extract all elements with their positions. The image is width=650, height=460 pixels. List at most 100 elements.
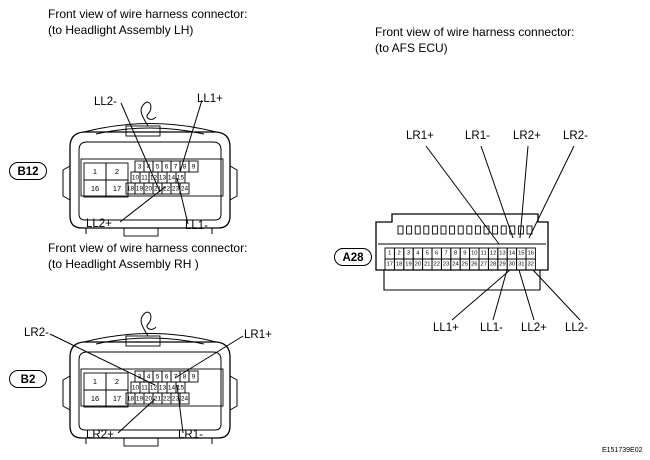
b2-big-cavity (105, 389, 129, 408)
a28-pin-label: 17 (386, 262, 392, 268)
a28-latch-slot (414, 225, 421, 235)
b2-arch-inner (95, 337, 205, 345)
b2-leader-lr1-plus (174, 335, 244, 379)
b2-label-lr1-minus: LR1- (178, 429, 203, 441)
b12-pin-label: 17 (113, 184, 121, 193)
b2-pin-label: 17 (113, 394, 121, 403)
a28-label-ll2-minus: LL2- (565, 322, 589, 334)
b12-pin-label: 14 (168, 175, 176, 182)
b12-pin-label: 18 (127, 186, 135, 193)
a28-connector-tag: A28 (334, 248, 372, 266)
b2-pin-label: 14 (168, 385, 176, 392)
b12-caption-line2: (to Headlight Assembly LH) (48, 23, 194, 37)
a28-latch-slot (406, 225, 413, 235)
b12-pin-label: 24 (181, 186, 189, 193)
b12-pin-label: 8 (183, 164, 187, 171)
b12-pin-label: 21 (154, 186, 162, 193)
b2-arch-outer (83, 333, 217, 343)
b12-pin-label: 15 (177, 175, 185, 182)
a28-leader-lr2-minus (528, 145, 575, 239)
b2-label-lr2-minus: LR2- (24, 327, 49, 339)
b2-pin-label: 19 (136, 396, 144, 403)
a28-pin-label: 22 (433, 262, 439, 268)
a28-pin-label: 8 (454, 251, 457, 257)
b12-top-latch (125, 125, 161, 137)
a28-leader-lr1-minus (480, 145, 514, 239)
a28-pin-label: 7 (444, 251, 447, 257)
a28-pin-label: 28 (490, 262, 496, 268)
b12-pin-field (80, 158, 224, 197)
b2-pin-label: 9 (192, 374, 196, 381)
b12-housing-outer (69, 131, 231, 229)
b12-pin-label: 7 (174, 164, 178, 171)
a28-pin-label: 14 (509, 251, 516, 257)
b2-caption-line2: (to Headlight Assembly RH ) (48, 257, 199, 271)
b12-wire-loop (140, 101, 157, 127)
b2-leader-lr2-minus (49, 333, 156, 386)
a28-pin-label: 18 (396, 262, 402, 268)
b12-leader-ll2-minus (120, 102, 161, 193)
a28-leader-lr2-plus (519, 145, 529, 239)
b2-pin-label: 6 (165, 374, 169, 381)
b2-pin-label: 4 (147, 374, 151, 381)
a28-pin-label: 4 (416, 251, 420, 257)
b2-pin-label: 1 (93, 377, 97, 386)
a28-pin-label: 1 (388, 251, 391, 257)
a28-pin-label: 13 (499, 251, 505, 257)
b2-caption-line1: Front view of wire harness connector: (48, 241, 248, 255)
a28-latch-slot (526, 225, 533, 235)
b2-pin-label: 13 (159, 385, 167, 392)
b2-pin-label: 5 (156, 374, 160, 381)
b12-pin-label: 23 (172, 186, 180, 193)
b12-left-tab (62, 165, 71, 201)
a28-latch-slot (440, 225, 447, 235)
b2-pin-label: 10 (132, 385, 140, 392)
b12-bottom-key (123, 227, 159, 237)
b12-pin-label: 11 (141, 175, 148, 182)
b2-feet (85, 438, 213, 444)
a28-pin-label: 3 (407, 251, 410, 257)
b2-bottom-key (123, 437, 159, 447)
a28-cavity (525, 258, 536, 271)
b2-pin-label: 18 (127, 396, 135, 403)
a28-pin-label: 16 (527, 251, 533, 257)
b2-leader-lr2-plus (117, 398, 156, 434)
a28-label-ll2-plus: LL2+ (521, 322, 547, 334)
b12-cavity (188, 160, 199, 173)
a28-label-lr1-minus: LR1- (465, 130, 490, 142)
a28-label-lr2-plus: LR2+ (513, 130, 541, 142)
b12-housing-inner (78, 141, 222, 221)
a28-pin-label: 24 (452, 262, 459, 268)
b2-pin-field (80, 368, 224, 407)
b2-connector-tag: B2 (9, 370, 47, 388)
a28-label-lr2-minus: LR2- (563, 130, 588, 142)
b12-pin-label: 5 (156, 164, 160, 171)
b2-pin-label: 20 (145, 396, 153, 403)
a28-caption-line2: (to AFS ECU) (375, 41, 448, 55)
a28-housing-base (383, 270, 541, 291)
b12-big-cavity (105, 179, 129, 198)
a28-pin-label: 19 (405, 262, 411, 268)
b2-pin-label: 24 (181, 396, 189, 403)
b12-pin-label: 9 (192, 164, 196, 171)
figure-id: E151739E02 (602, 447, 643, 454)
a28-latch-slot (431, 225, 438, 235)
a28-label-ll1-minus: LL1- (480, 322, 504, 334)
b12-leader-ll2-plus (119, 186, 166, 223)
b12-connector-tag: B12 (9, 162, 47, 180)
b12-pin-label: 13 (159, 175, 167, 182)
b12-arch-outer (83, 123, 217, 133)
b2-wire-loop (140, 311, 157, 337)
b2-pin-label: 3 (138, 374, 142, 381)
b12-arch-inner (95, 127, 205, 135)
b2-pin-label: 16 (91, 394, 99, 403)
b12-pin-label: 3 (138, 164, 142, 171)
b12-caption-line1: Front view of wire harness connector: (48, 7, 248, 21)
a28-leader-ll2-plus (518, 269, 535, 321)
a28-pin-label: 2 (397, 251, 400, 257)
b2-cavity (179, 392, 190, 405)
a28-pin-label: 9 (463, 251, 466, 257)
b2-leader-lr1-minus (176, 384, 184, 434)
a28-leader-ll1-minus (492, 269, 508, 321)
